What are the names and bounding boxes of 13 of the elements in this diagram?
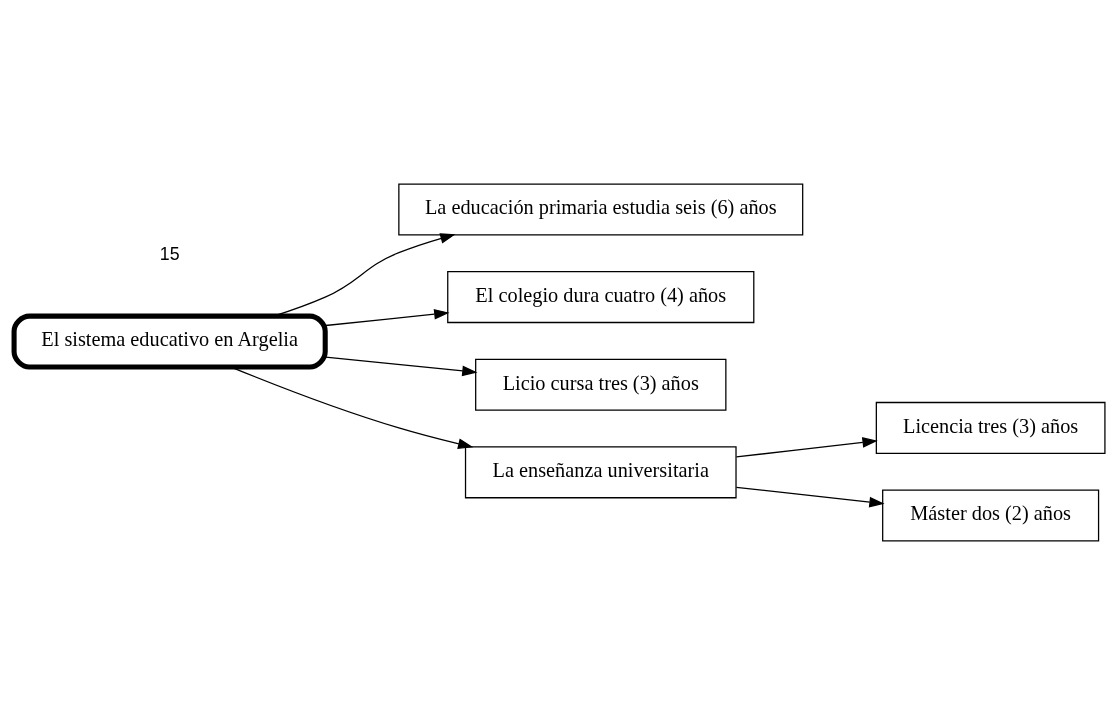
node-box: Máster dos (2) años	[882, 489, 1100, 542]
arrow	[272, 233, 456, 317]
node-box: El sistema educativo en Argelia	[11, 313, 328, 370]
arrow	[735, 486, 885, 508]
arrow	[735, 437, 878, 458]
node-box: Licio cursa tres (3) años	[475, 358, 727, 411]
arrow	[325, 356, 478, 377]
label: 15	[159, 243, 180, 264]
node-box: El colegio dura cuatro (4) años	[447, 271, 755, 324]
node-box: Licencia tres (3) años	[875, 401, 1106, 454]
arrow	[325, 308, 450, 327]
node-box: La educación primaria estudia seis (6) años	[398, 183, 804, 236]
node-box: La enseñanza universitaria	[464, 446, 737, 499]
